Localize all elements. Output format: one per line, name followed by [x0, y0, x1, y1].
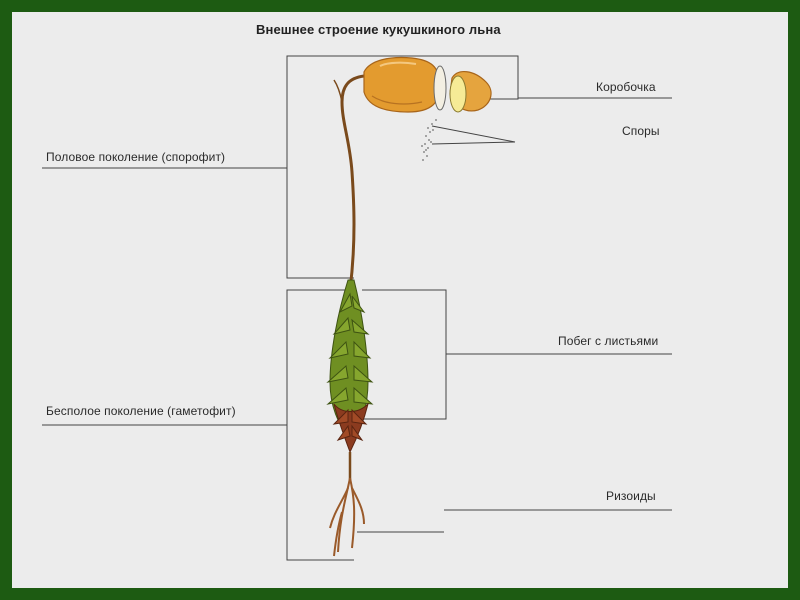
label-capsule: Коробочка — [596, 80, 656, 94]
rhizoids-drawing — [330, 478, 364, 556]
label-rhizoids: Ризоиды — [606, 489, 656, 503]
spores-leader-2 — [432, 142, 515, 144]
spores-leader-1 — [432, 126, 515, 142]
label-spores: Споры — [622, 124, 660, 138]
shoot-bracket — [362, 290, 446, 419]
diagram-drawing — [12, 12, 788, 588]
seta-stalk — [342, 76, 364, 290]
label-sporophyte: Половое поколение (спорофит) — [46, 150, 225, 164]
label-gametophyte: Бесполое поколение (гаметофит) — [46, 404, 236, 418]
diagram-slide: Внешнее строение кукушкиного льна Полово… — [12, 12, 788, 588]
spores-drawing — [421, 119, 437, 161]
label-leafy-shoot: Побег с листьями — [558, 334, 658, 348]
leafy-shoot-drawing — [328, 280, 372, 482]
capsule-drawing — [364, 58, 491, 112]
diagram-title: Внешнее строение кукушкиного льна — [256, 22, 501, 37]
